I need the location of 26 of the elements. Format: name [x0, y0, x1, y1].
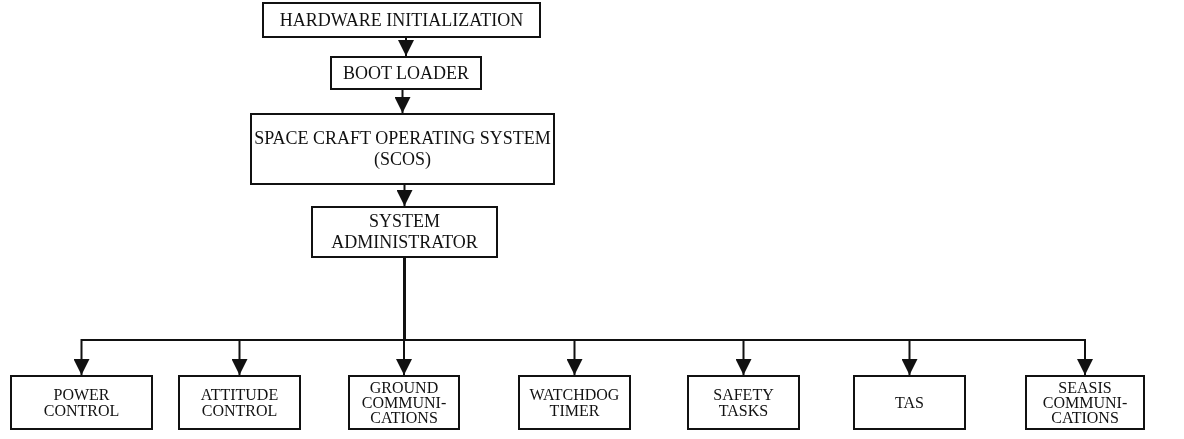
box-label: SAFETY TASKS: [712, 387, 775, 418]
process-box: [518, 375, 631, 430]
box-label: SYSTEM ADMINISTRATOR: [330, 211, 479, 253]
box-label: GROUND COMMUNI- CATIONS: [360, 379, 448, 426]
box-label: WATCHDOG TIMER: [528, 387, 621, 418]
process-box: [10, 375, 153, 430]
box-label: POWER CONTROL: [42, 387, 121, 418]
process-box: [687, 375, 800, 430]
process-box: [330, 56, 482, 90]
box-label: HARDWARE INITIALIZATION: [279, 9, 524, 31]
arrow: [396, 257, 412, 376]
process-box: [262, 2, 541, 38]
process-box: [853, 375, 966, 430]
process-box: [250, 113, 555, 185]
box-label: SEASIS COMMUNI- CATIONS: [1041, 379, 1129, 426]
arrow: [398, 37, 414, 57]
box-label: TAS: [895, 394, 924, 411]
process-box: [178, 375, 301, 430]
process-box: [311, 206, 498, 258]
box-label: SPACE CRAFT OPERATING SYSTEM (SCOS): [253, 128, 552, 170]
process-box: [348, 375, 460, 430]
arrow: [394, 89, 411, 114]
box-label: ATTITUDE CONTROL: [199, 387, 280, 418]
arrow: [396, 184, 413, 207]
box-label: BOOT LOADER: [342, 62, 470, 84]
process-box: [1025, 375, 1145, 430]
